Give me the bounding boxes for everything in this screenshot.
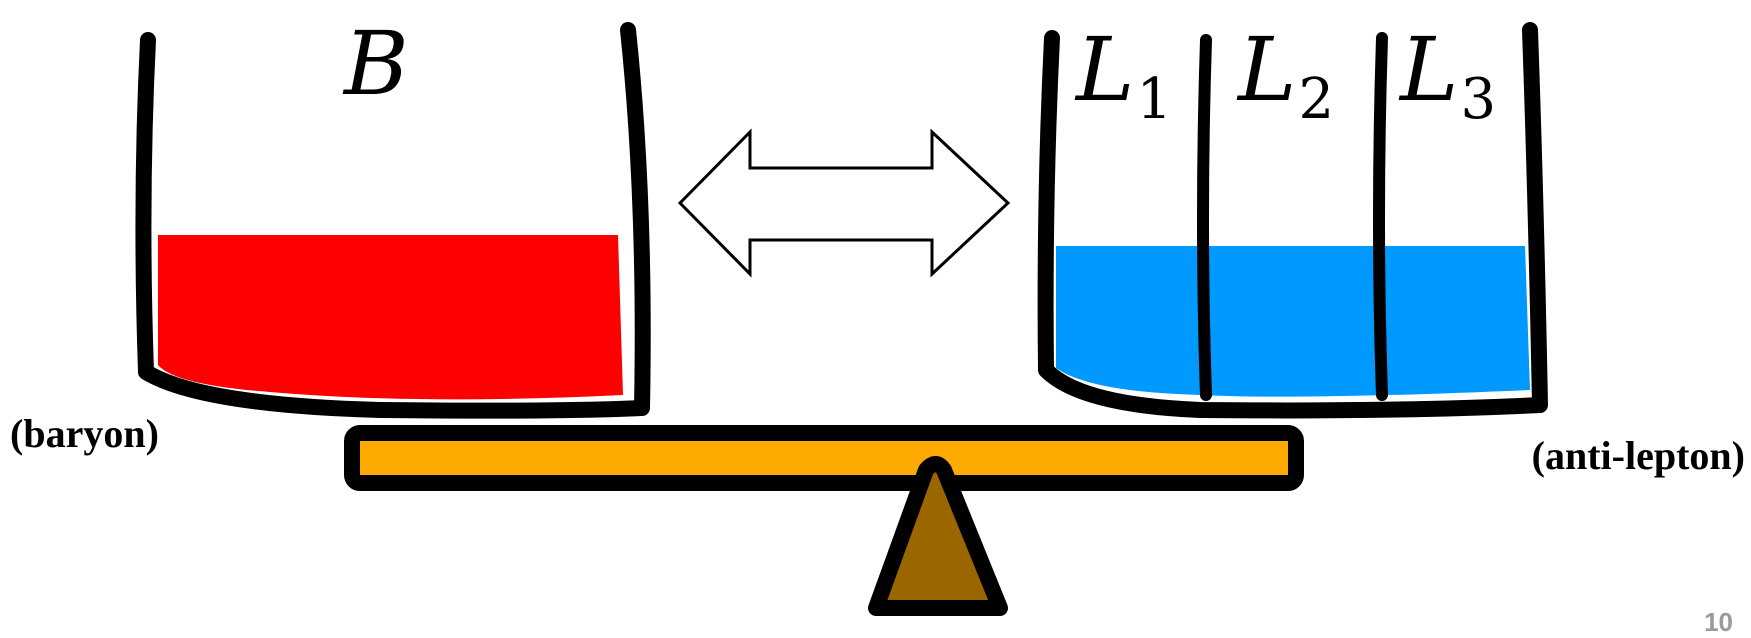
baryon-caption: (baryon) [10, 411, 159, 456]
lepton-symbol-2-letter: L [1238, 18, 1297, 121]
lepton-symbol-3-letter: L [1400, 18, 1459, 121]
page-number: 10 [1704, 607, 1733, 637]
lepton-symbol-1: L1 [1076, 26, 1172, 128]
lepton-container [1037, 22, 1548, 419]
compartment-divider-1 [1197, 34, 1212, 401]
compartment-divider-2 [1373, 32, 1388, 401]
balance-beam [344, 425, 1304, 491]
lepton-symbol-3: L3 [1400, 26, 1496, 128]
lepton-liquid [1056, 246, 1530, 397]
lepton-symbol-1-letter: L [1076, 18, 1135, 121]
balance-fulcrum [868, 456, 1008, 616]
baryon-liquid [158, 235, 623, 400]
anti-lepton-caption: (anti-lepton) [1531, 433, 1745, 478]
baryon-container [135, 22, 651, 419]
lepton-symbol-2-subscript: 2 [1298, 67, 1335, 132]
double-arrow [677, 128, 1011, 278]
baryon-symbol: B [344, 12, 409, 115]
lepton-symbol-1-subscript: 1 [1136, 67, 1173, 132]
lepton-symbol-3-subscript: 3 [1460, 67, 1497, 132]
lepton-symbol-2: L2 [1238, 26, 1334, 128]
